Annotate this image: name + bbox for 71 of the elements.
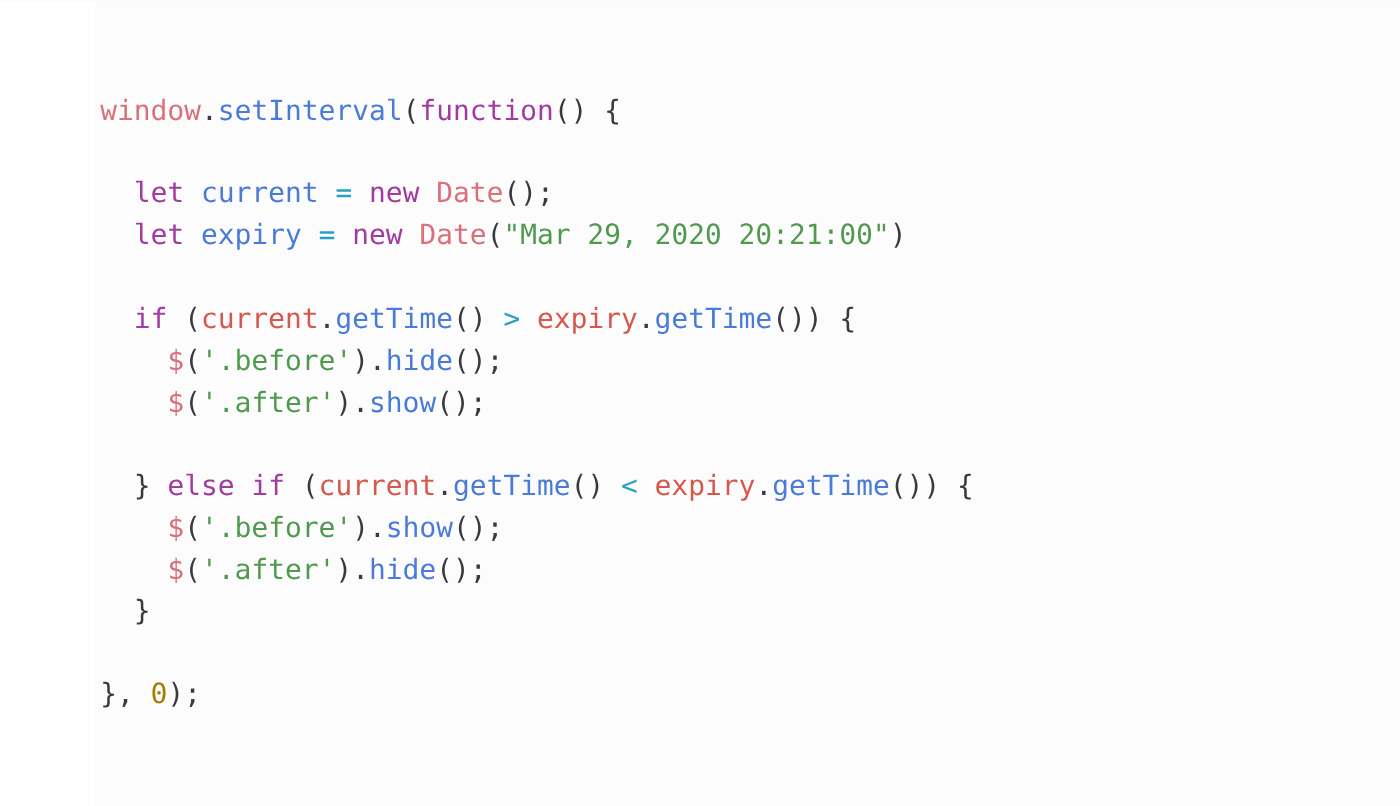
- code-text: ).: [356, 348, 380, 374]
- code-text: show: [371, 390, 437, 413]
- code-text: (: [190, 348, 197, 374]
- code-text: expiry: [538, 306, 637, 334]
- code-text: ()) {: [895, 473, 971, 500]
- code-text: .: [325, 323, 329, 328]
- code-text: '.after': [208, 390, 329, 413]
- code-text: $: [170, 348, 183, 375]
- code-text: getTime: [454, 473, 569, 501]
- code-text: current: [203, 308, 316, 329]
- code-text: (: [492, 222, 499, 248]
- code-text: ();: [458, 515, 497, 541]
- code-text: .: [644, 323, 648, 328]
- code-text: else if: [169, 473, 283, 496]
- code-text: $: [170, 515, 183, 542]
- code-text: if: [136, 306, 166, 328]
- code-text: (): [458, 306, 481, 332]
- code-text: new: [371, 186, 420, 203]
- code-text: '.after': [208, 557, 329, 580]
- code-text: ).: [356, 515, 380, 541]
- code-text: ();: [442, 557, 481, 583]
- code-text: =: [319, 231, 335, 240]
- code-text: $: [170, 557, 183, 584]
- code-text: new: [354, 228, 403, 245]
- code-text: (: [408, 98, 415, 124]
- code-text: let: [136, 180, 182, 203]
- code-text: '.before': [208, 348, 345, 371]
- code-text: (): [576, 473, 599, 499]
- code-text: ).: [340, 390, 363, 416]
- code-text: getTime: [337, 306, 452, 334]
- code-text: (: [307, 473, 314, 499]
- code-text: ();: [458, 348, 497, 374]
- code-text: expiry: [202, 222, 301, 250]
- code-text: getTime: [773, 473, 889, 501]
- code-text: hide: [388, 348, 452, 371]
- code-text: (: [190, 557, 197, 583]
- code-text: 0: [152, 682, 166, 704]
- code-text: Date: [438, 181, 502, 203]
- code-text: (: [190, 515, 197, 541]
- code-text: <: [622, 479, 637, 494]
- code-text: () {: [559, 98, 618, 125]
- code-text: (: [190, 390, 197, 416]
- code-text: window: [100, 98, 201, 121]
- code-text: let: [136, 222, 182, 245]
- code-text: ): [894, 222, 901, 248]
- code-text: ()) {: [778, 306, 854, 333]
- code-text: (: [190, 306, 197, 332]
- code-text: ();: [509, 180, 548, 206]
- code-text: setInterval: [220, 98, 400, 121]
- code-text: "Mar 29, 2020 20:21:00": [508, 223, 886, 248]
- code-text: ();: [442, 390, 481, 416]
- code-text: .: [442, 490, 447, 495]
- code-text: $: [170, 390, 183, 417]
- code-text: }: [136, 598, 148, 625]
- code-text: }: [136, 473, 148, 500]
- code-text: getTime: [656, 306, 771, 334]
- code-text: =: [336, 189, 351, 198]
- code-text: function: [422, 98, 552, 121]
- code-text: expiry: [656, 473, 755, 501]
- code-text: >: [504, 312, 519, 327]
- code-text: .: [762, 490, 766, 495]
- code-text: },: [103, 681, 128, 708]
- code-text: ).: [340, 557, 363, 583]
- code-text: Date: [421, 223, 485, 245]
- code-text: '.before': [208, 515, 345, 538]
- code-text: .: [207, 115, 212, 120]
- code-text: current: [321, 475, 434, 496]
- code-text: hide: [371, 557, 435, 580]
- code-text: );: [172, 681, 195, 707]
- code-text: current: [203, 182, 316, 203]
- code-text: show: [388, 515, 453, 538]
